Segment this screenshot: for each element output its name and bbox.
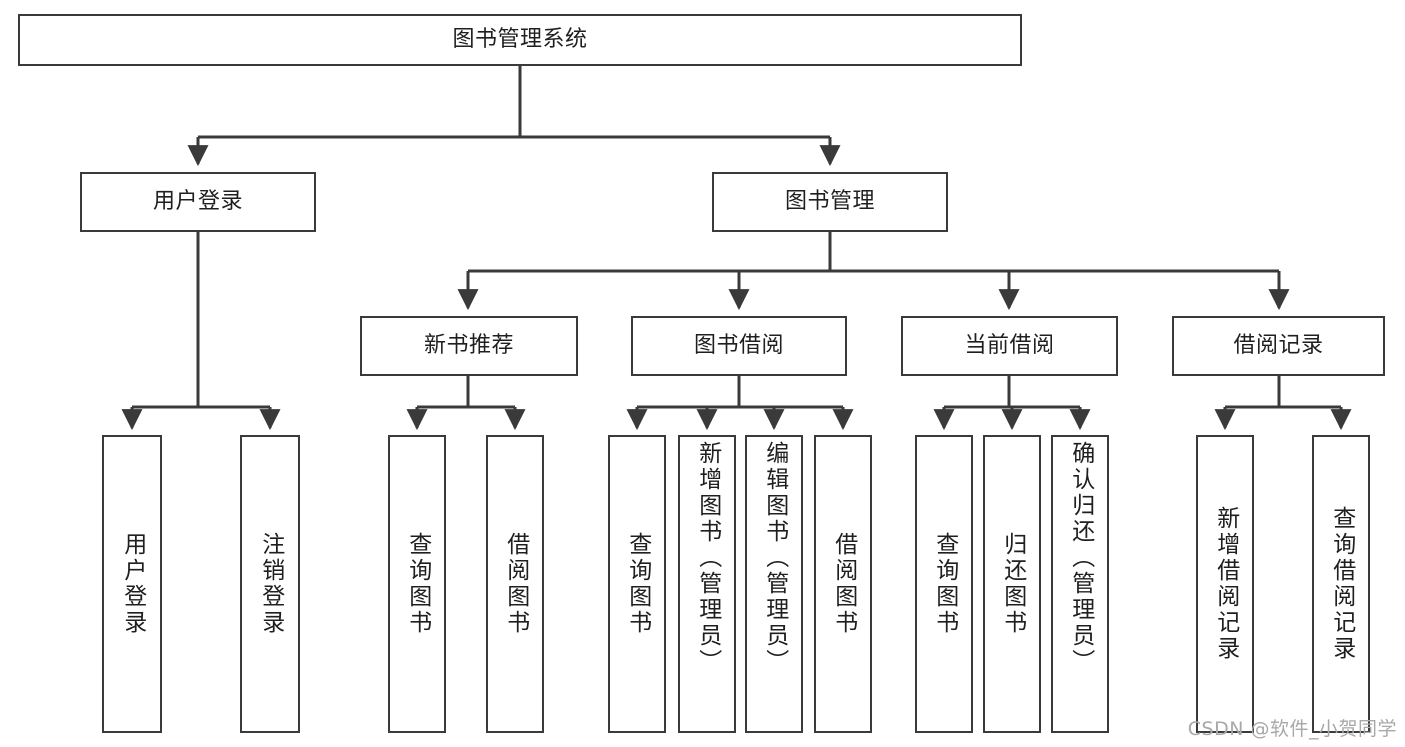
leaf-node-label: 查询图书 [624,532,651,636]
leaf-node-label: 用户登录 [119,532,146,636]
leaf-node[interactable]: 确认归还（管理员） [1051,435,1109,733]
leaf-node-label: 查询图书 [931,532,958,636]
leaf-node[interactable]: 查询图书 [608,435,666,733]
node-book-borrow-label: 图书借阅 [693,333,784,359]
leaf-node-label: 借阅图书 [830,532,857,636]
node-root-system[interactable]: 图书管理系统 [18,14,1022,66]
leaf-node[interactable]: 借阅图书 [814,435,872,733]
node-borrow-record[interactable]: 借阅记录 [1172,316,1385,376]
leaf-node-label: 新增借阅记录 [1212,506,1239,662]
node-book-management-label: 图书管理 [784,189,875,215]
node-borrow-record-label: 借阅记录 [1233,333,1324,359]
leaf-node[interactable]: 编辑图书（管理员） [745,435,803,733]
leaf-node[interactable]: 查询图书 [915,435,973,733]
leaf-node[interactable]: 查询图书 [388,435,446,733]
node-book-management[interactable]: 图书管理 [712,172,948,232]
leaf-node-label: 查询借阅记录 [1328,506,1355,662]
node-new-book-recommend[interactable]: 新书推荐 [360,316,578,376]
node-current-borrow[interactable]: 当前借阅 [901,316,1118,376]
leaf-node[interactable]: 新增图书（管理员） [678,435,736,733]
leaf-node[interactable]: 借阅图书 [486,435,544,733]
leaf-node-label: 归还图书 [999,532,1026,636]
leaf-node-label: 确认归还（管理员） [1067,441,1094,675]
node-root-label: 图书管理系统 [452,27,588,53]
node-book-borrow[interactable]: 图书借阅 [631,316,847,376]
node-new-book-recommend-label: 新书推荐 [423,333,514,359]
node-user-login-label: 用户登录 [152,189,243,215]
leaf-node[interactable]: 用户登录 [102,435,162,733]
leaf-node-label: 编辑图书（管理员） [761,441,788,675]
leaf-node[interactable]: 注销登录 [240,435,300,733]
watermark-text: CSDN @软件_小贺同学 [1187,718,1397,740]
leaf-node[interactable]: 查询借阅记录 [1312,435,1370,733]
leaf-node-label: 新增图书（管理员） [694,441,721,675]
leaf-node-label: 查询图书 [404,532,431,636]
leaf-node-label: 注销登录 [257,532,284,636]
leaf-node[interactable]: 新增借阅记录 [1196,435,1254,733]
leaf-node[interactable]: 归还图书 [983,435,1041,733]
node-user-login[interactable]: 用户登录 [80,172,316,232]
leaf-node-label: 借阅图书 [502,532,529,636]
node-current-borrow-label: 当前借阅 [964,333,1055,359]
